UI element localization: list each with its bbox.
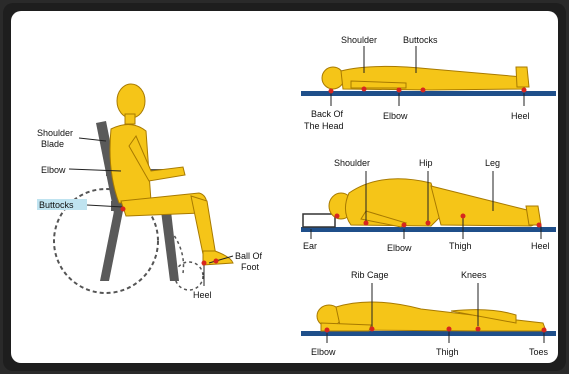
- pressure-dot: [214, 259, 219, 264]
- label-elbow-supine: Elbow: [383, 111, 408, 121]
- pressure-dot: [522, 88, 527, 93]
- pressure-dot: [202, 261, 207, 266]
- mattress-prone: [301, 331, 556, 336]
- pressure-dot: [364, 221, 369, 226]
- label-thigh-prone: Thigh: [436, 347, 459, 357]
- label-ball-of-foot-1: Ball Of: [235, 251, 263, 261]
- label-elbow-sitting: Elbow: [41, 165, 66, 175]
- sitting-figure: Shoulder Blade Elbow Buttocks Ball Of Fo…: [37, 84, 263, 300]
- label-ear-side: Ear: [303, 241, 317, 251]
- pressure-dot: [447, 327, 452, 332]
- diagram-frame: Shoulder Blade Elbow Buttocks Ball Of Fo…: [3, 3, 566, 371]
- side-lying-person: [329, 179, 541, 227]
- pressure-dot: [402, 223, 407, 228]
- label-shoulder-supine: Shoulder: [341, 35, 377, 45]
- pressure-dot: [542, 328, 547, 333]
- label-shoulder-blade-2: Blade: [41, 139, 64, 149]
- label-leg-side: Leg: [485, 158, 500, 168]
- pressure-dot: [325, 328, 330, 333]
- label-shoulder-side: Shoulder: [334, 158, 370, 168]
- label-knees: Knees: [461, 270, 487, 280]
- mattress-supine: [301, 91, 556, 96]
- label-toes-prone: Toes: [529, 347, 549, 357]
- label-elbow-prone: Elbow: [311, 347, 336, 357]
- pressure-dot: [335, 214, 340, 219]
- label-rib-cage: Rib Cage: [351, 270, 389, 280]
- supine-person: [322, 66, 529, 90]
- mattress-side-lying: [301, 227, 556, 232]
- pressure-dot: [461, 214, 466, 219]
- label-buttocks-sitting: Buttocks: [39, 200, 74, 210]
- pressure-dot: [421, 88, 426, 93]
- pillow: [303, 214, 335, 227]
- prone-figure: Rib Cage Knees Elbow Thigh Toes: [301, 270, 556, 357]
- pressure-dot: [537, 223, 542, 228]
- prone-person: [317, 302, 546, 331]
- label-hip-side: Hip: [419, 158, 433, 168]
- label-heel-side: Heel: [531, 241, 550, 251]
- caster-outline: [175, 262, 203, 290]
- label-elbow-side: Elbow: [387, 243, 412, 253]
- pressure-dot: [121, 207, 126, 212]
- label-buttocks-supine: Buttocks: [403, 35, 438, 45]
- pressure-dot: [397, 88, 402, 93]
- pressure-points-diagram: Shoulder Blade Elbow Buttocks Ball Of Fo…: [11, 11, 558, 363]
- pressure-dot: [476, 327, 481, 332]
- side-lying-figure: Shoulder Hip Leg Ear Elbow Thigh Heel: [301, 158, 556, 253]
- pressure-dot: [426, 221, 431, 226]
- label-shoulder-blade-1: Shoulder: [37, 128, 73, 138]
- supine-figure: Shoulder Buttocks Back Of The Head Elbow…: [301, 35, 556, 131]
- pressure-dot: [362, 87, 367, 92]
- pressure-dot: [329, 89, 334, 94]
- label-heel-sitting: Heel: [193, 290, 212, 300]
- diagram-panel: Shoulder Blade Elbow Buttocks Ball Of Fo…: [11, 11, 558, 363]
- label-ball-of-foot-2: Foot: [241, 262, 260, 272]
- label-back-of-head-1: Back Of: [311, 109, 344, 119]
- label-thigh-side: Thigh: [449, 241, 472, 251]
- label-heel-supine: Heel: [511, 111, 530, 121]
- label-back-of-head-2: The Head: [304, 121, 344, 131]
- pressure-dot: [370, 327, 375, 332]
